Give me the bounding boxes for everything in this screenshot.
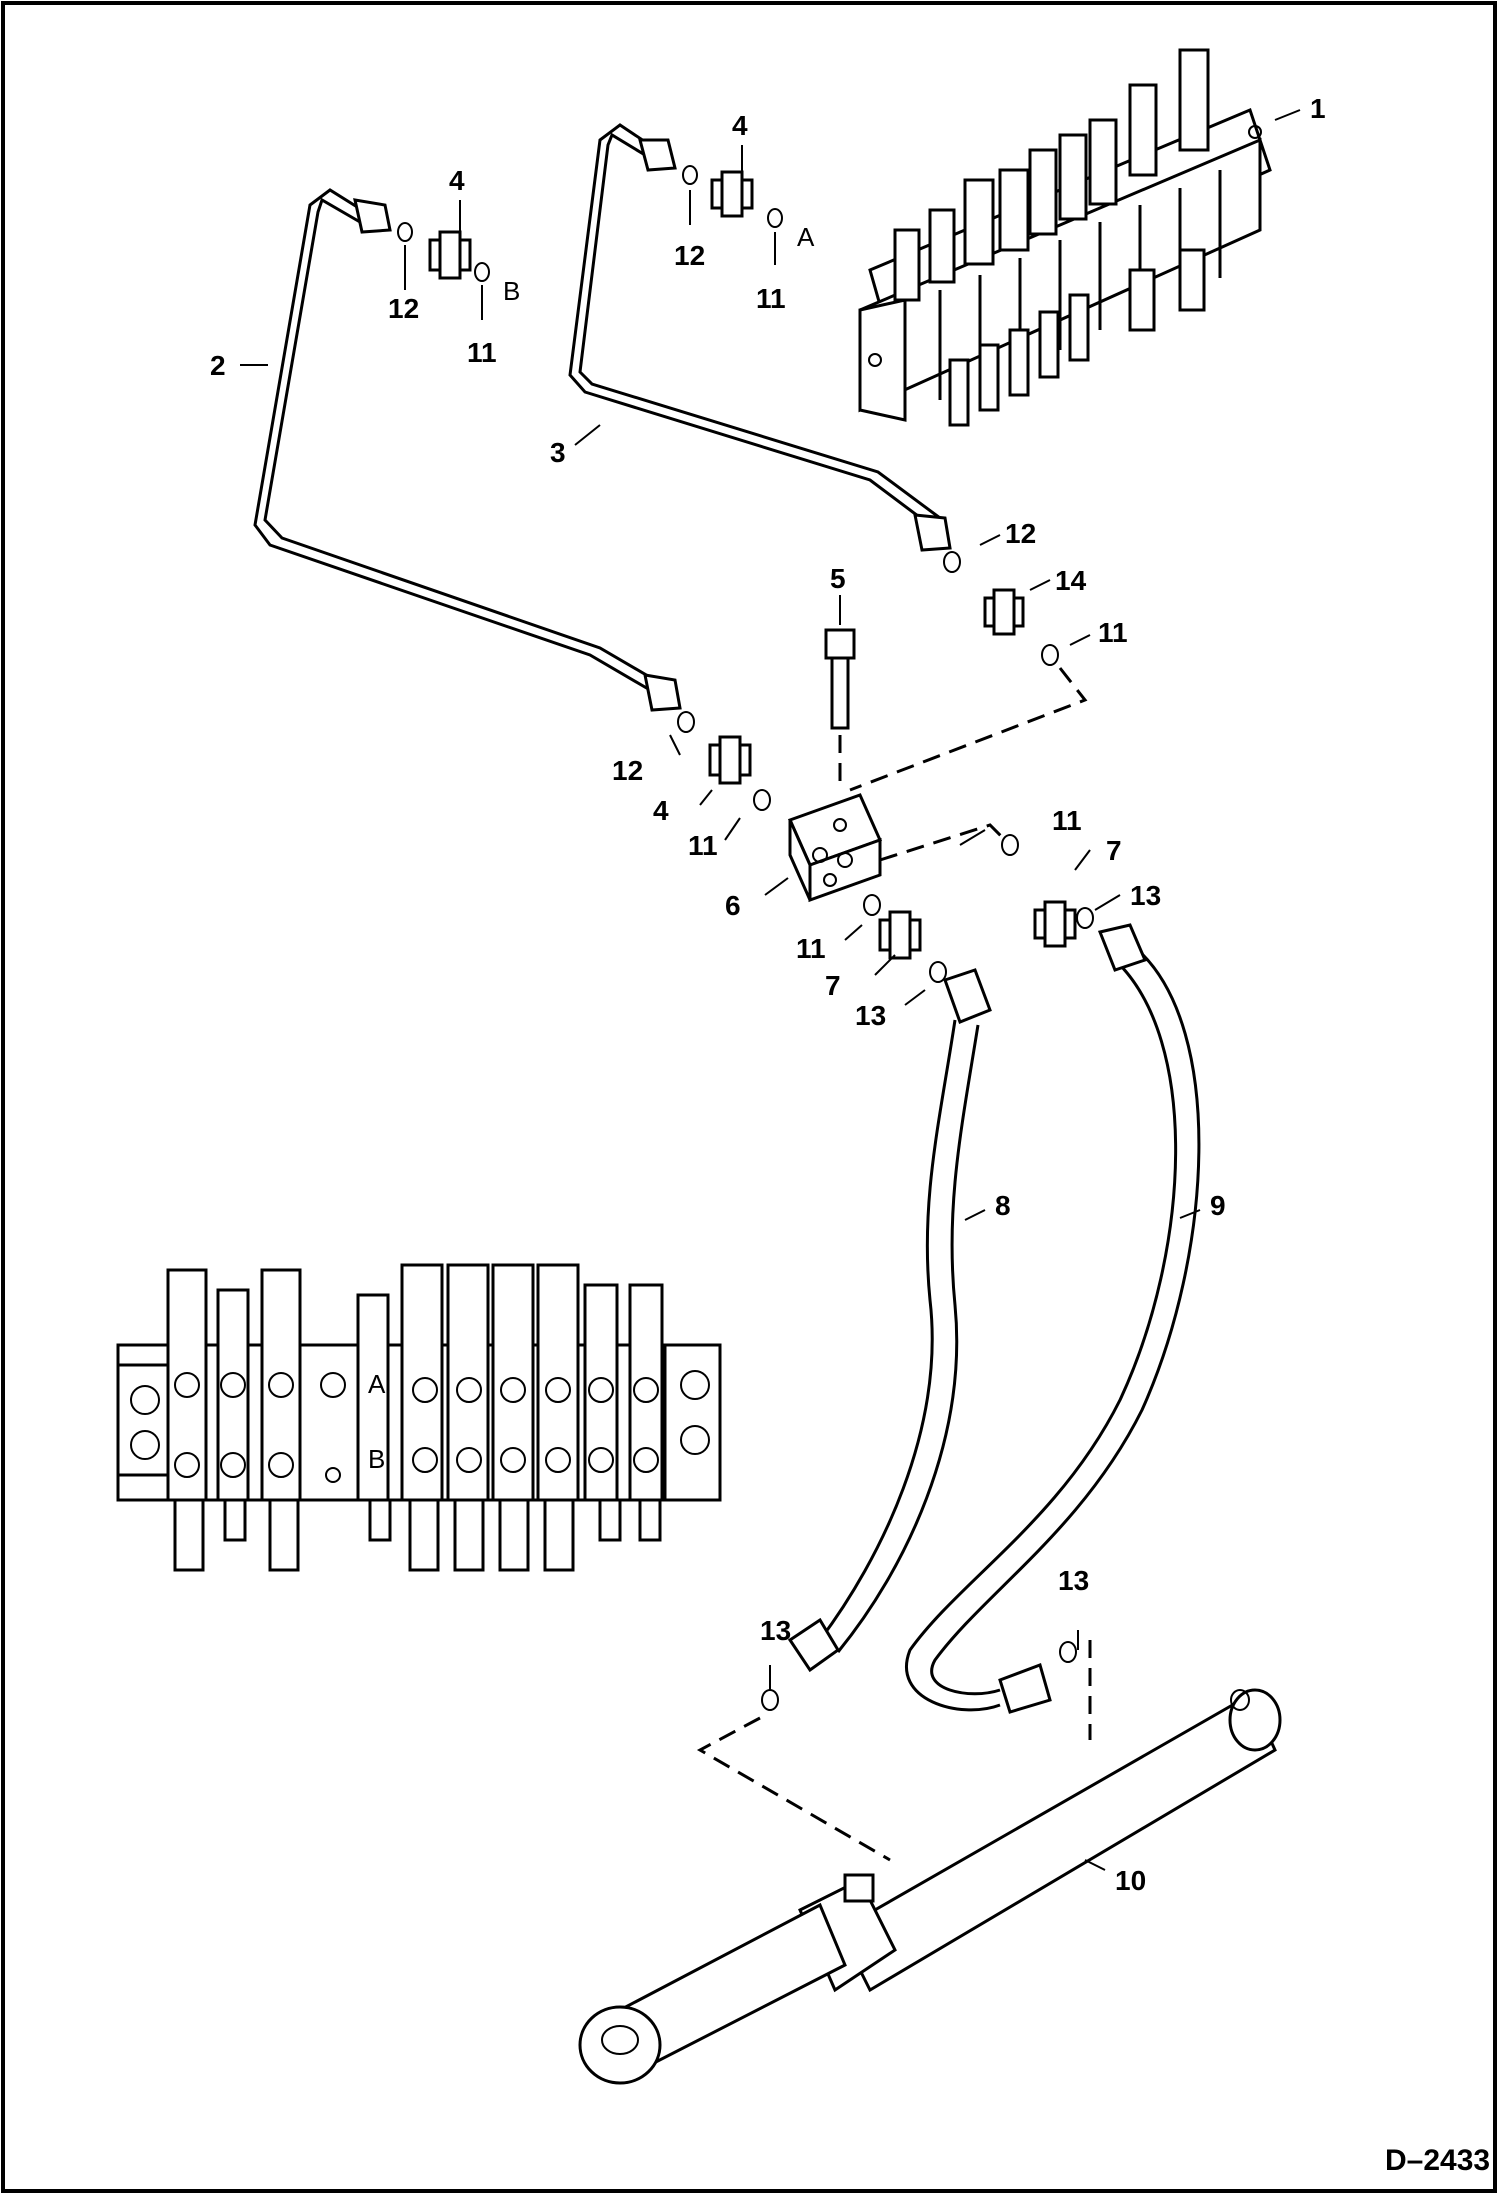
callout-12: 12 — [674, 240, 705, 271]
fitting-group-left — [863, 894, 947, 983]
callouts: 1 2 3 4 12 11 4 12 11 12 14 11 5 12 4 11… — [210, 93, 1326, 1896]
callout-4: 4 — [732, 110, 748, 141]
steel-line-3 — [568, 123, 952, 552]
port-label-b-top: B — [503, 276, 520, 306]
control-valve-end-view — [116, 1263, 722, 1572]
port-labels: A B A B — [368, 222, 815, 1474]
bolt-5 — [824, 595, 856, 790]
callout-4: 4 — [653, 795, 669, 826]
callout-8: 8 — [995, 1190, 1011, 1221]
fitting-group-right — [1001, 834, 1094, 948]
callout-7: 7 — [1106, 835, 1122, 866]
hose-9 — [905, 923, 1201, 1714]
o-rings-13 — [761, 1630, 1079, 1711]
fitting-group-line2-top — [397, 200, 490, 320]
hydraulic-cylinder-10 — [578, 1688, 1282, 2085]
drawing-id: D–2433 — [1385, 2144, 1490, 2177]
control-valve-assembly — [858, 48, 1272, 427]
fitting-group-line2-bottom — [677, 711, 771, 811]
steel-line-2 — [253, 188, 682, 712]
port-label-b-end-view: B — [368, 1444, 385, 1474]
callout-3: 3 — [550, 437, 566, 468]
callout-11: 11 — [756, 283, 786, 314]
callout-5: 5 — [830, 563, 846, 594]
callout-11: 11 — [688, 830, 718, 861]
dash-connection-cylinder — [696, 1716, 891, 1862]
callout-6: 6 — [725, 890, 741, 921]
hose-8 — [787, 968, 992, 1673]
callout-11: 11 — [796, 933, 826, 964]
callout-10: 10 — [1115, 1865, 1146, 1896]
callout-14: 14 — [1055, 565, 1087, 596]
callout-9: 9 — [1210, 1190, 1226, 1221]
fitting-group-line3-bottom — [849, 551, 1088, 792]
callout-11: 11 — [1098, 617, 1128, 648]
callout-4: 4 — [449, 165, 465, 196]
callout-12: 12 — [388, 293, 419, 324]
callout-13: 13 — [855, 1000, 886, 1031]
port-label-a-end-view: A — [368, 1369, 386, 1399]
leader-lines — [240, 109, 1301, 1871]
callout-7: 7 — [825, 970, 841, 1001]
callout-11: 11 — [1052, 805, 1082, 836]
callout-2: 2 — [210, 350, 226, 381]
callout-1: 1 — [1310, 93, 1326, 124]
callout-13: 13 — [1130, 880, 1161, 911]
manifold-block-6 — [787, 793, 1007, 903]
callout-12: 12 — [612, 755, 643, 786]
port-label-a-top: A — [797, 222, 815, 252]
callout-13: 13 — [1058, 1565, 1089, 1596]
callout-11: 11 — [467, 337, 497, 368]
fitting-group-line3-top — [682, 145, 783, 265]
callout-12: 12 — [1005, 518, 1036, 549]
callout-13: 13 — [760, 1615, 791, 1646]
